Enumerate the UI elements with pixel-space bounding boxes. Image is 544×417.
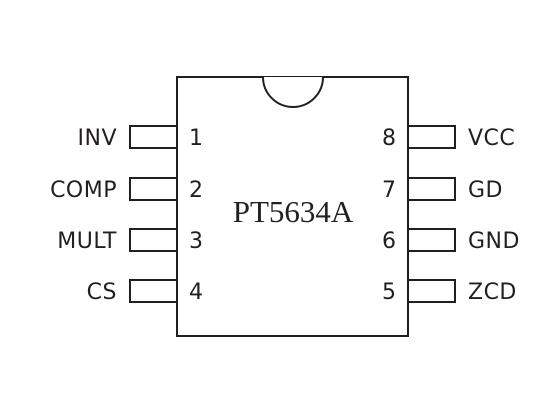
orientation-notch <box>262 76 324 108</box>
chip-part-number: PT5634A <box>233 194 354 229</box>
pin-2: 2 COMP <box>50 177 203 203</box>
pin-1-label: INV <box>78 126 118 151</box>
pin-3-label: MULT <box>57 229 117 254</box>
pin-1-number: 1 <box>189 126 203 151</box>
pin-6-label: GND <box>468 229 520 254</box>
pin-4-label: CS <box>87 280 117 305</box>
pin-8: 8 VCC <box>382 125 515 151</box>
pin-2-label: COMP <box>50 178 117 203</box>
ic-body <box>176 76 409 337</box>
pin-1: 1 INV <box>78 125 203 151</box>
pin-7-label: GD <box>468 178 503 203</box>
pin-8-label: VCC <box>468 126 515 151</box>
pin-5: 5 ZCD <box>382 279 517 305</box>
pin-7: 7 GD <box>382 177 503 203</box>
pin-6-number: 6 <box>382 229 396 254</box>
pin-3-number: 3 <box>189 229 203 254</box>
pin-5-number: 5 <box>382 280 396 305</box>
pin-5-lead <box>407 279 456 303</box>
pin-6: 6 GND <box>382 228 520 254</box>
pin-3-lead <box>129 228 178 252</box>
pin-8-number: 8 <box>382 126 396 151</box>
pin-8-lead <box>407 125 456 149</box>
pin-7-number: 7 <box>382 178 396 203</box>
pin-5-label: ZCD <box>468 280 517 305</box>
pin-2-lead <box>129 177 178 201</box>
pin-4-number: 4 <box>189 280 203 305</box>
pin-7-lead <box>407 177 456 201</box>
pin-2-number: 2 <box>189 178 203 203</box>
pin-1-lead <box>129 125 178 149</box>
pin-3: 3 MULT <box>57 228 203 254</box>
pin-4-lead <box>129 279 178 303</box>
pin-6-lead <box>407 228 456 252</box>
pin-4: 4 CS <box>87 279 203 305</box>
